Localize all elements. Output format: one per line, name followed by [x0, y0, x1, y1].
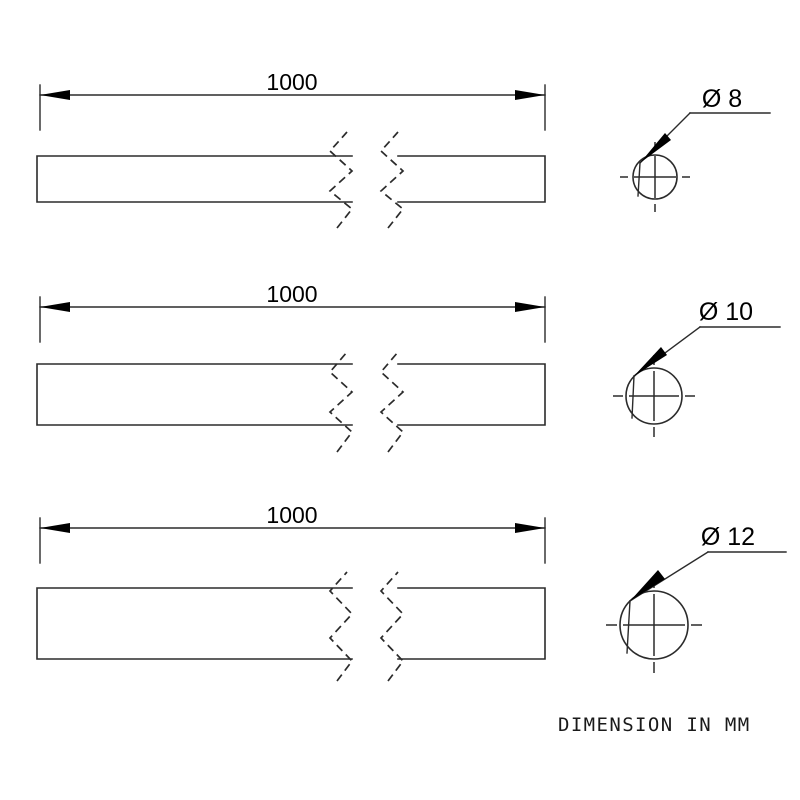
bar-outline-left-2: [36, 363, 353, 426]
leader-line-3: [629, 551, 709, 602]
section-circle-3: [619, 590, 689, 660]
diameter-label-1: Ø 8: [702, 85, 742, 113]
break-line-right-2: [379, 351, 405, 453]
break-line-left-1: [328, 131, 354, 229]
section-circle-2: [625, 367, 683, 425]
break-line-left-2: [328, 351, 354, 453]
dimension-length-label-2: 1000: [266, 281, 317, 307]
dimension-arrow-left-2: [40, 302, 70, 312]
dimension-units-note: DIMENSION IN MM: [558, 714, 751, 736]
leader-through-line-2: [631, 375, 635, 419]
bar-outline-right-3: [397, 587, 546, 660]
view-group-1: 1000 Ø 8: [36, 69, 771, 229]
bar-outline-left-3: [36, 587, 353, 660]
view-group-3: 1000 Ø 12: [36, 502, 787, 682]
diameter-label-2: Ø 10: [699, 298, 753, 326]
leader-through-line-1: [637, 162, 641, 197]
view-group-2: 1000 Ø 10: [36, 281, 781, 453]
dimension-arrow-right-1: [515, 90, 545, 100]
bar-outline-right-2: [397, 363, 546, 426]
break-line-right-3: [379, 571, 405, 682]
leader-through-line-3: [626, 600, 631, 654]
leader-arrowhead-1: [640, 133, 671, 163]
leader-arrowhead-2: [634, 347, 667, 376]
dimension-arrow-right-2: [515, 302, 545, 312]
diameter-label-3: Ø 12: [701, 523, 755, 551]
dimension-length-label-1: 1000: [266, 69, 317, 95]
dimension-arrow-left-3: [40, 523, 70, 533]
bar-outline-left-1: [36, 155, 353, 203]
center-mark-1: [620, 142, 690, 212]
bar-outline-right-1: [397, 155, 546, 203]
break-line-left-3: [328, 571, 354, 682]
section-circle-1: [632, 154, 678, 200]
dimension-arrow-left-1: [40, 90, 70, 100]
break-line-right-1: [379, 131, 405, 229]
leader-arrowhead-3: [630, 570, 665, 601]
dimension-length-label-3: 1000: [266, 502, 317, 528]
center-mark-3: [606, 577, 702, 673]
dimension-arrow-right-3: [515, 523, 545, 533]
